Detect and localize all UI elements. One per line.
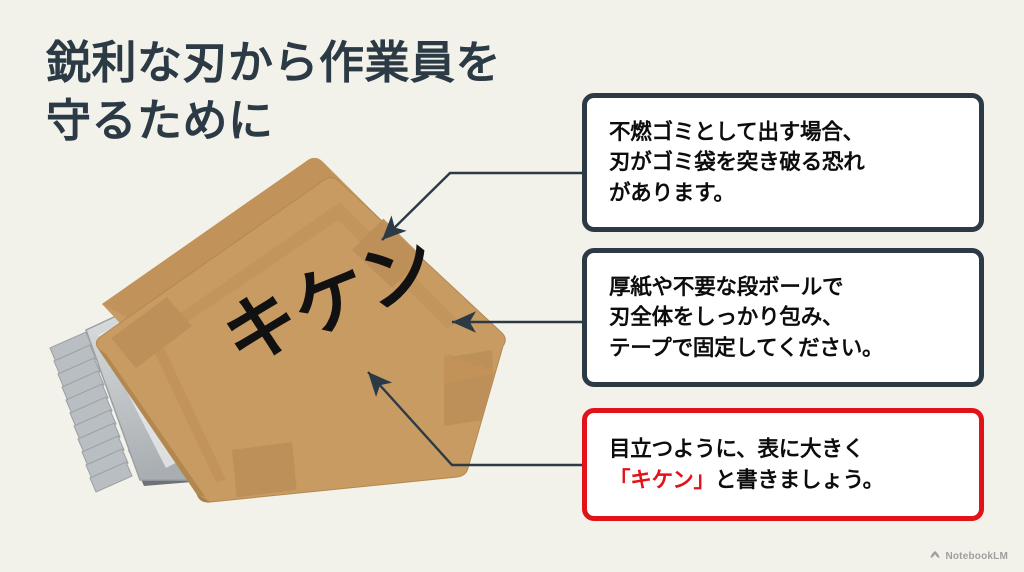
watermark-label: NotebookLM <box>945 550 1008 562</box>
callout-box-3: 目立つように、表に大きく「キケン」と書きましょう。 <box>582 408 984 521</box>
cardboard-fold-left <box>140 318 226 482</box>
cardboard-left-edge <box>98 348 206 498</box>
callout-3-line1: 目立つように、表に大きく <box>609 436 864 461</box>
tape-strip-bottom <box>232 442 298 502</box>
callout-box-1: 不燃ゴミとして出す場合、 刃がゴミ袋を突き破る恐れ があります。 <box>582 93 984 232</box>
callout-3-highlight: 「キケン」 <box>609 467 715 492</box>
callout-1-text: 不燃ゴミとして出す場合、 刃がゴミ袋を突き破る恐れ があります。 <box>609 119 865 205</box>
callout-3-line2-tail: と書きましょう。 <box>714 467 884 492</box>
callout-box-2: 厚紙や不要な段ボールで 刃全体をしっかり包み、 テープで固定してください。 <box>582 248 984 387</box>
notebooklm-icon <box>930 551 940 558</box>
cardboard-back-flap-shade <box>102 157 340 322</box>
watermark: NotebookLM <box>929 550 1008 562</box>
callout-2-text: 厚紙や不要な段ボールで 刃全体をしっかり包み、 テープで固定してください。 <box>609 274 884 360</box>
tape-strip-left <box>98 280 192 368</box>
page-title: 鋭利な刃から作業員を 守るために <box>46 37 502 146</box>
blade-teeth <box>49 331 133 493</box>
illustration-clipper-in-cardboard: キケン <box>49 157 506 503</box>
cardboard-bottom-edge <box>197 494 210 503</box>
callout-3-text: 目立つように、表に大きく「キケン」と書きましょう。 <box>587 434 884 495</box>
